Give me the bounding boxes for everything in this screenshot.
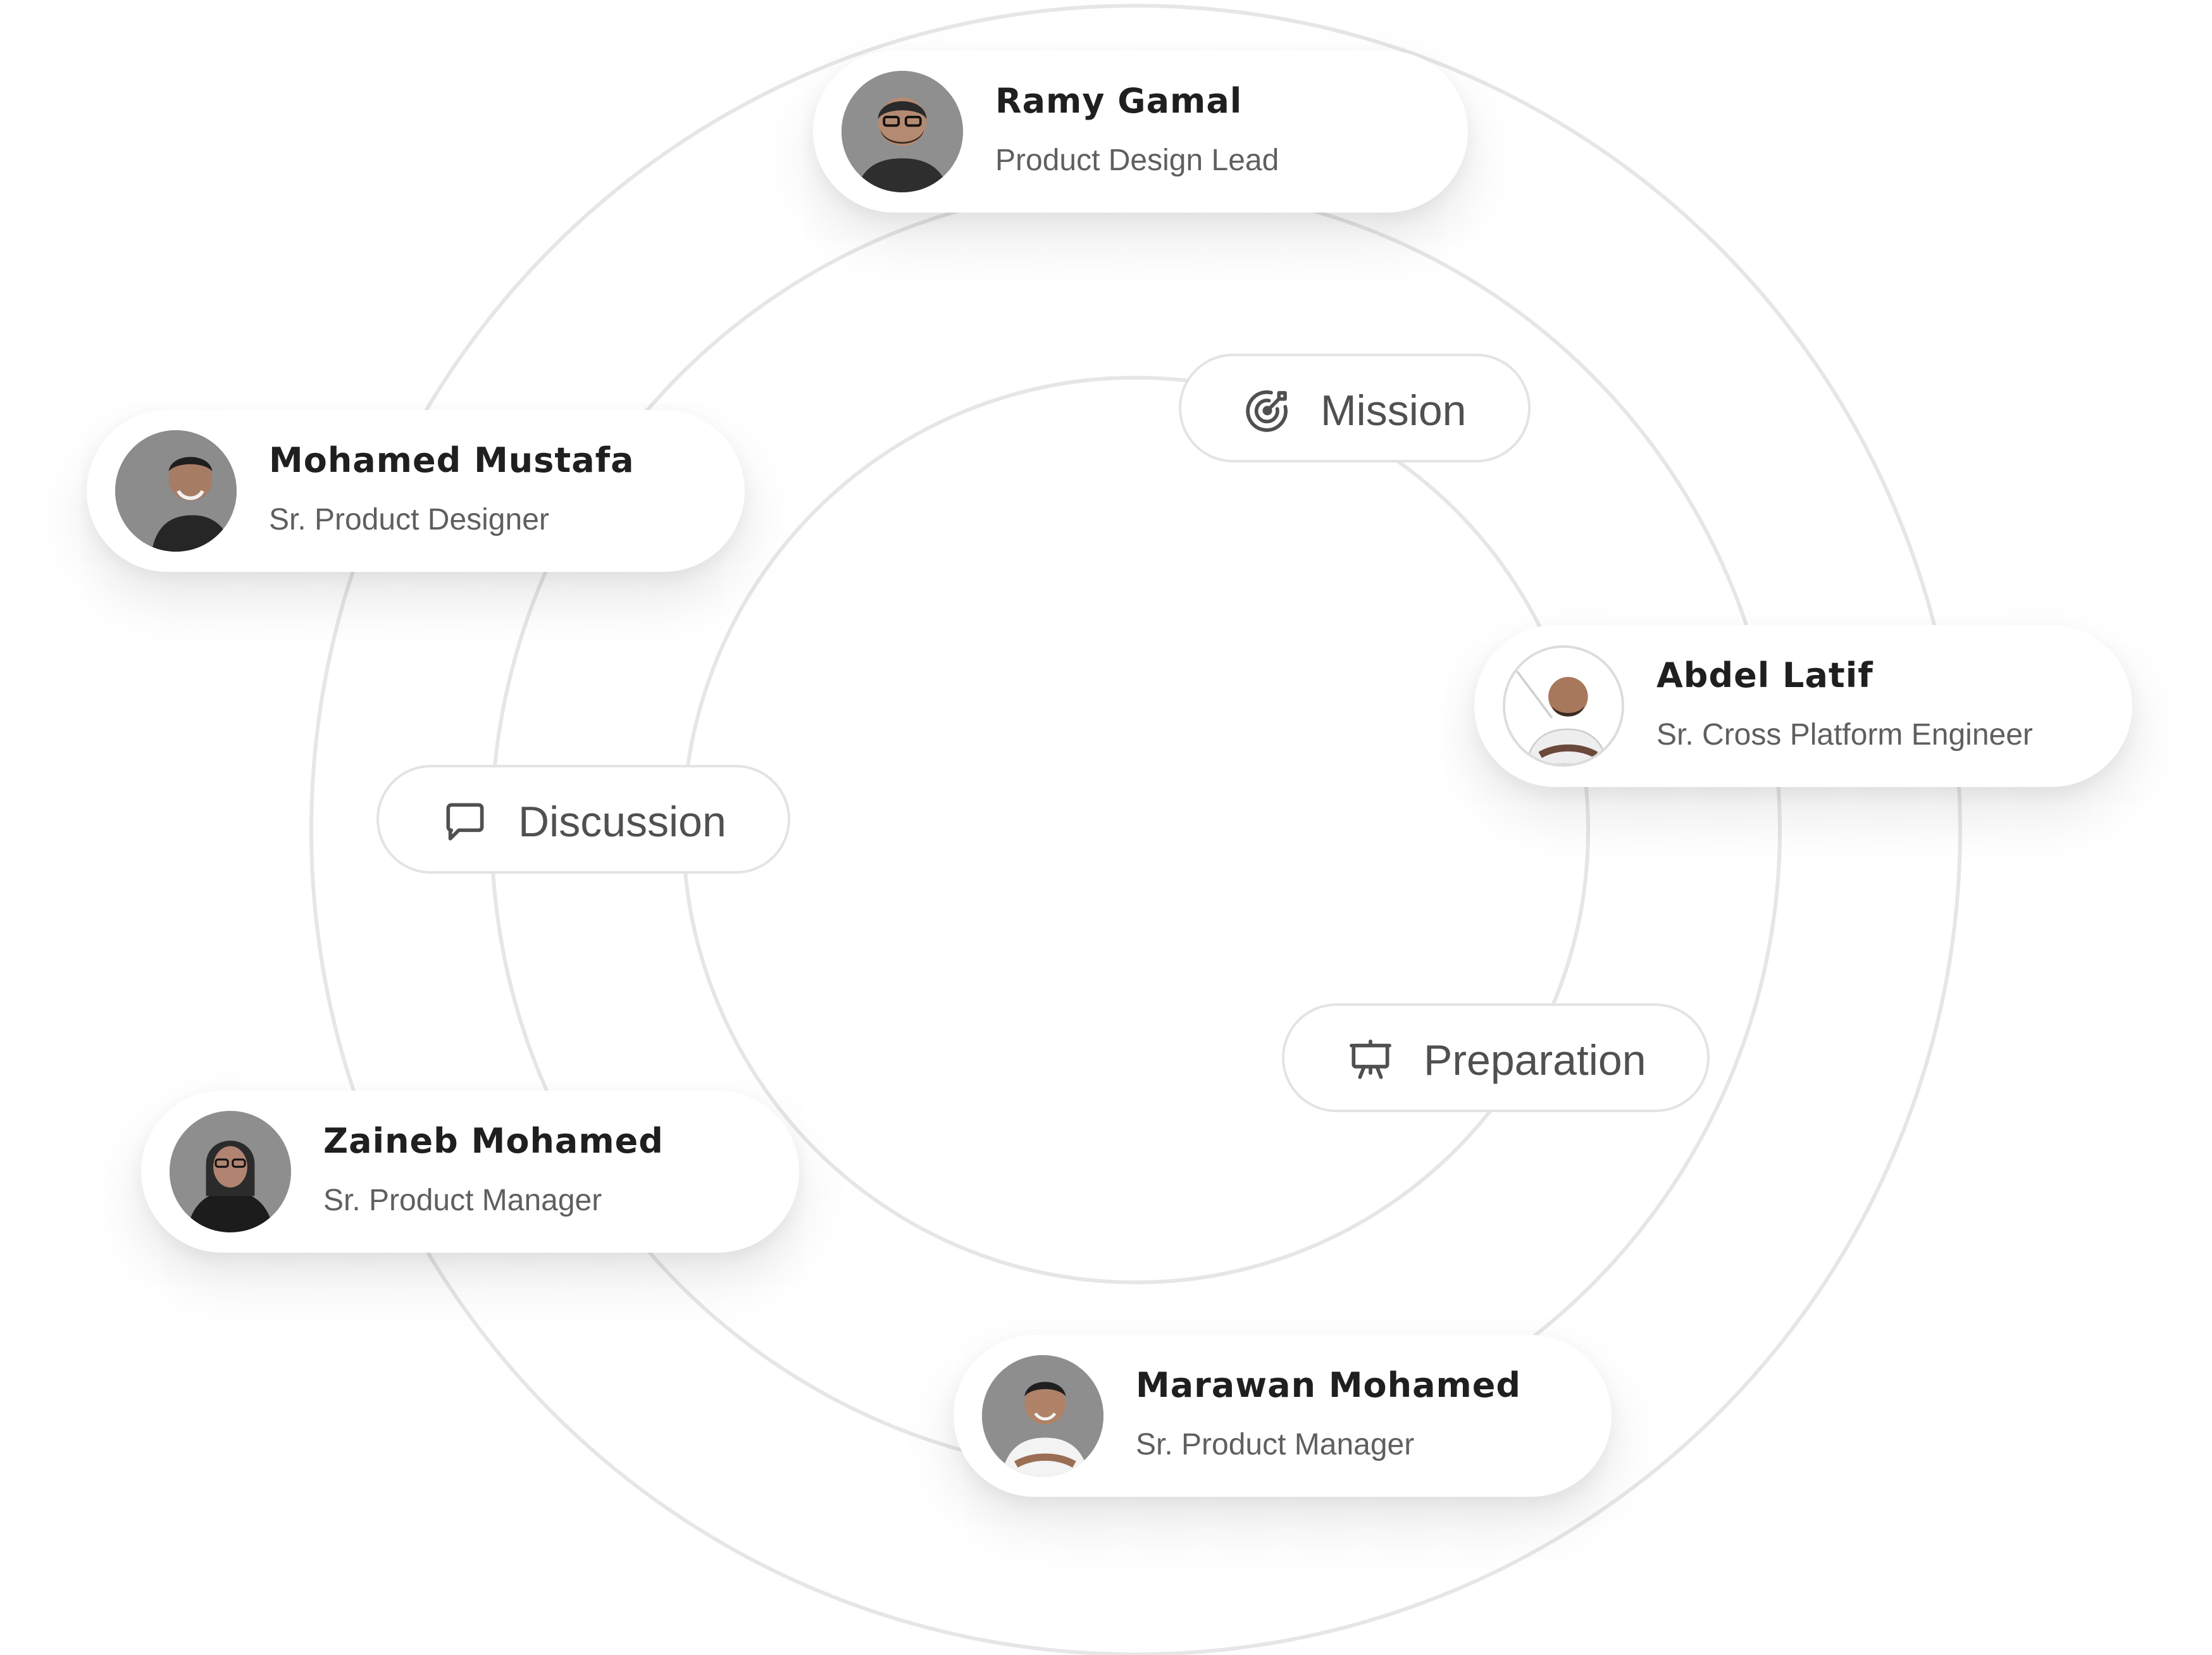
person-role: Sr. Product Manager	[323, 1183, 602, 1218]
person-name: Ramy Gamal	[995, 81, 1242, 121]
person-name: Zaineb Mohamed	[323, 1121, 664, 1161]
person-card-marawan-mohamed[interactable]: Marawan Mohamed Sr. Product Manager	[954, 1335, 1612, 1497]
target-icon	[1242, 385, 1293, 436]
topic-label: Mission	[1320, 385, 1467, 436]
avatar	[842, 71, 963, 192]
avatar	[115, 430, 237, 552]
person-name: Mohamed Mustafa	[269, 440, 635, 480]
person-role: Sr. Cross Platform Engineer	[1656, 717, 2033, 752]
topic-label: Discussion	[518, 797, 726, 847]
topic-pill-discussion[interactable]: Discussion	[376, 765, 790, 874]
person-card-mohamed-mustafa[interactable]: Mohamed Mustafa Sr. Product Designer	[87, 410, 745, 572]
person-name: Marawan Mohamed	[1136, 1365, 1521, 1405]
avatar	[170, 1111, 291, 1232]
topic-label: Preparation	[1424, 1035, 1646, 1086]
person-card-ramy-gamal[interactable]: Ramy Gamal Product Design Lead	[813, 51, 1468, 213]
presentation-board-icon	[1345, 1035, 1396, 1086]
topic-pill-mission[interactable]: Mission	[1179, 354, 1531, 462]
person-role: Product Design Lead	[995, 143, 1279, 178]
person-name: Abdel Latif	[1656, 655, 1873, 695]
person-card-zaineb-mohamed[interactable]: Zaineb Mohamed Sr. Product Manager	[141, 1091, 799, 1253]
person-role: Sr. Product Manager	[1136, 1427, 1414, 1462]
inner-ring	[683, 378, 1588, 1282]
chat-bubble-icon	[440, 797, 490, 847]
person-role: Sr. Product Designer	[269, 502, 549, 537]
avatar	[982, 1355, 1103, 1477]
topic-pill-preparation[interactable]: Preparation	[1282, 1003, 1710, 1112]
avatar	[1503, 645, 1624, 767]
person-card-abdel-latif[interactable]: Abdel Latif Sr. Cross Platform Engineer	[1474, 625, 2132, 787]
